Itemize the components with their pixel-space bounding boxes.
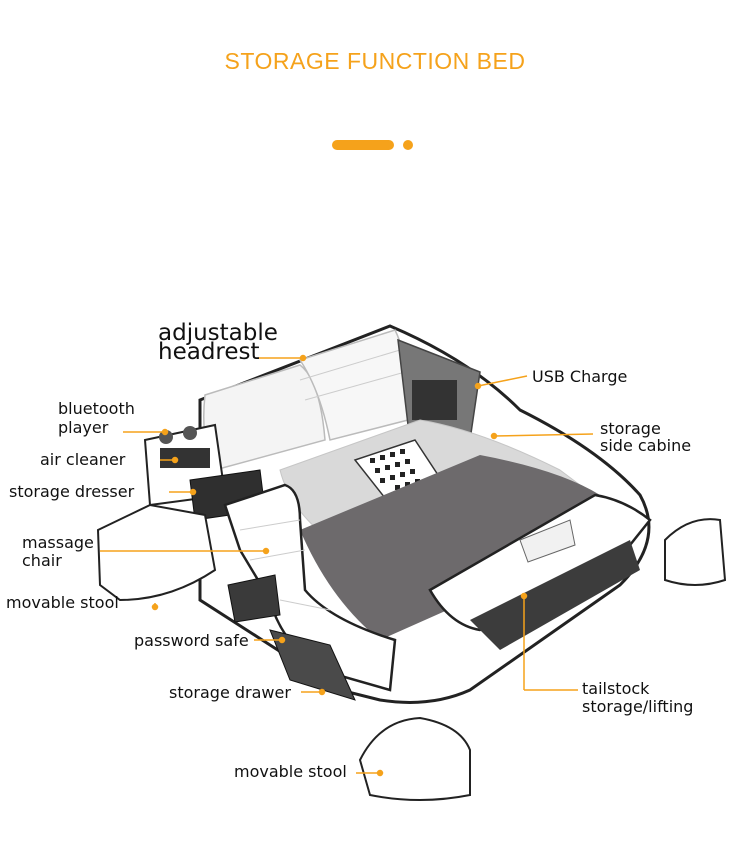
label-massage-chair-line1: massage [22,533,94,552]
label-password-safe: password safe [134,631,249,650]
label-storage-side-cabine-line1: storage [600,419,661,438]
massage-chair [223,483,397,692]
stool-bottom [358,716,471,801]
title-accent-bar [332,140,394,150]
label-bluetooth-player-line2: player [58,418,109,437]
storage-drawer [269,629,356,701]
label-storage-dresser: storage dresser [9,482,135,501]
label-usb-charge: USB Charge [532,367,628,386]
password-safe-drawer [227,574,281,623]
label-adjustable-headrest-line2: headrest [158,339,260,365]
label-air-cleaner: air cleaner [40,450,126,469]
label-storage-side-cabine-line2: side cabine [600,436,692,455]
air-cleaner-panel [160,448,210,468]
label-massage-chair-line2: chair [22,551,62,570]
page-title: STORAGE FUNCTION BED [224,48,526,74]
label-tailstock-line1: tailstock [582,679,650,698]
label-movable-stool-left: movable stool [6,593,119,612]
leader-lines [100,354,594,777]
label-bluetooth-player-line1: bluetooth [58,399,135,418]
label-storage-drawer: storage drawer [169,683,291,702]
bed-cover [300,455,600,640]
stool-right [664,518,727,586]
title-accent-dot [403,140,413,150]
label-adjustable-headrest-line1: adjustable [158,320,278,346]
stool-left [96,503,217,602]
laptop [519,519,576,563]
side-cabinet-shelf [412,380,457,420]
tailstock-storage [470,540,640,650]
label-tailstock-line2: storage/lifting [582,697,694,716]
speaker-right [183,426,197,440]
label-movable-stool-bottom: movable stool [234,762,347,781]
